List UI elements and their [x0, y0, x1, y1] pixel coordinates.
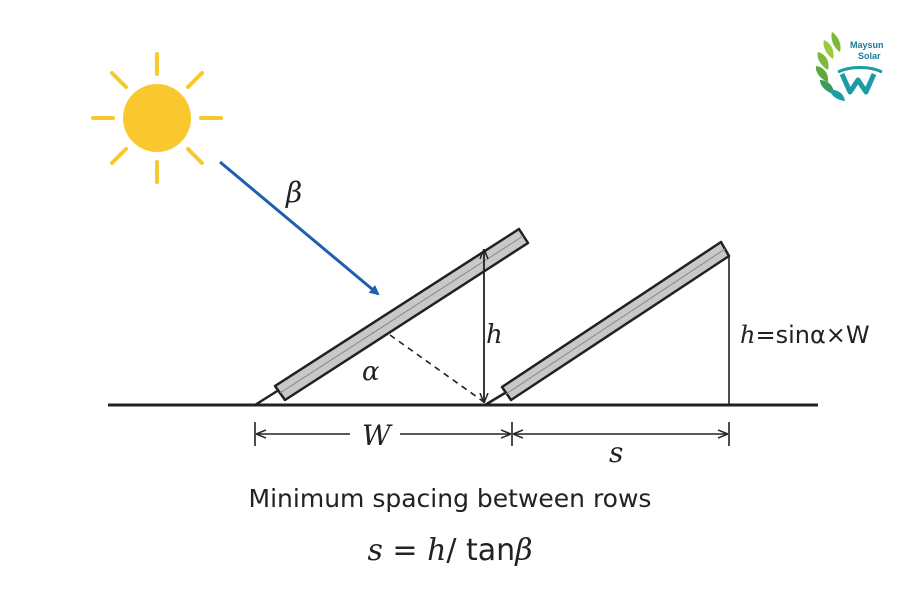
formula-h: h	[427, 533, 446, 568]
sun-ray-arrow	[219, 160, 380, 296]
formula-s: s	[367, 533, 382, 568]
solar-panel-back	[484, 240, 731, 407]
formula-beta: β	[514, 533, 532, 568]
formula-equals: =	[383, 533, 427, 568]
spacing-label: s	[609, 436, 623, 469]
spacing-dimension	[514, 422, 730, 446]
height-formula: h=sinα×W	[740, 321, 870, 349]
beta-label: β	[285, 176, 302, 209]
maysun-solar-logo: Maysun Solar	[815, 32, 884, 101]
alpha-label: α	[362, 357, 380, 387]
solar-panel-front	[254, 227, 530, 407]
logo-line1: Maysun	[850, 40, 884, 50]
formula-slash: /	[446, 533, 457, 568]
sun-icon	[91, 52, 223, 184]
height-formula-h: h	[740, 321, 755, 349]
logo-line2: Solar	[858, 51, 881, 61]
height-formula-rest: =sinα×W	[755, 321, 869, 349]
height-label: h	[486, 320, 503, 350]
caption-formula: s = h/ tanβ	[367, 533, 532, 568]
caption-title: Minimum spacing between rows	[249, 484, 652, 513]
dashed-perpendicular	[389, 334, 485, 403]
width-dimension	[254, 422, 513, 446]
formula-tan: tan	[457, 533, 516, 568]
width-label: W	[362, 419, 393, 452]
